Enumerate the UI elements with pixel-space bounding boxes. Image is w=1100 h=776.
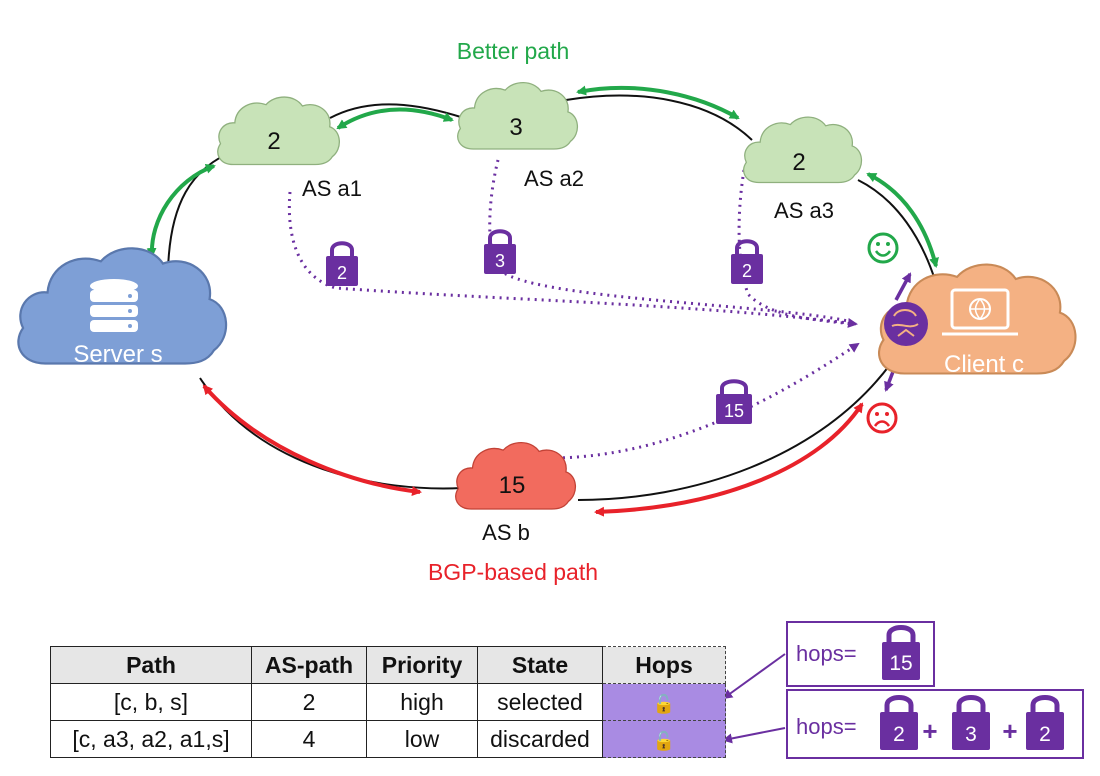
as-b-label: AS b xyxy=(482,520,530,545)
cell-hops: 🔓 xyxy=(602,720,726,758)
cell-priority: low xyxy=(366,720,478,758)
as-a2-cloud: 3 xyxy=(456,81,579,150)
lock-icon: 3 xyxy=(952,695,990,750)
brain-icon xyxy=(884,302,928,346)
table-header-row: Path AS-path Priority State Hops xyxy=(50,646,726,684)
hop-report-paths xyxy=(287,159,860,460)
as-a1-hop: 2 xyxy=(267,128,280,155)
as-a3-label: AS a3 xyxy=(774,198,834,223)
laptop-icon xyxy=(942,288,1018,336)
as-a2-label: AS a2 xyxy=(524,166,584,191)
cell-priority: high xyxy=(366,683,478,721)
lock-icon: 2 xyxy=(326,241,358,286)
hops-box-bottom-prefix: hops= xyxy=(796,714,857,739)
cell-as-path: 4 xyxy=(251,720,367,758)
lock-icon: 2 xyxy=(1026,695,1064,750)
sad-face-icon xyxy=(866,402,898,434)
lock-icon: 3 xyxy=(484,229,516,274)
column-header-priority: Priority xyxy=(366,646,478,684)
better-path-arrows xyxy=(146,85,939,268)
cell-path: [c, a3, a2, a1,s] xyxy=(50,720,252,758)
hops-connectors xyxy=(722,653,786,744)
as-a3-hop: 2 xyxy=(792,149,805,176)
unlock-icon: 🔓 xyxy=(652,693,676,714)
table-row: [c, a3, a2, a1,s] 4 low discarded 🔓 xyxy=(50,720,726,758)
lock-number: 3 xyxy=(965,723,977,746)
lock-number: 2 xyxy=(742,261,752,281)
lock-number: 2 xyxy=(337,263,347,283)
lock-number: 15 xyxy=(724,401,744,421)
lock-icon: 2 xyxy=(880,695,918,750)
database-icon xyxy=(90,279,138,332)
hops-box-bottom: hops= 2 + 3 + 2 xyxy=(786,689,1084,759)
cell-state: discarded xyxy=(477,720,603,758)
lock-icon: 2 xyxy=(731,239,763,284)
as-a1-label: AS a1 xyxy=(302,176,362,201)
as-b-hop: 15 xyxy=(499,472,526,499)
lock-number: 15 xyxy=(889,652,912,675)
server-cloud: Server s xyxy=(17,247,228,368)
unlock-icon: 🔓 xyxy=(652,730,676,751)
lock-number: 2 xyxy=(1039,723,1051,746)
as-a2-hop: 3 xyxy=(509,114,522,141)
table-row: [c, b, s] 2 high selected 🔓 xyxy=(50,683,726,721)
better-path-label: Better path xyxy=(457,38,570,64)
cell-state: selected xyxy=(477,683,603,721)
bgp-path-arrows xyxy=(202,384,864,517)
plus-sign: + xyxy=(922,716,937,746)
bgp-path-label: BGP-based path xyxy=(428,559,598,585)
column-header-hops: Hops xyxy=(602,646,726,684)
plus-sign: + xyxy=(1002,716,1017,746)
client-cloud: Client c xyxy=(877,263,1077,378)
cell-hops: 🔓 xyxy=(602,683,726,721)
lock-icon: 15 xyxy=(716,379,752,424)
lock-icon: 15 xyxy=(882,625,920,680)
as-a3-cloud: 2 xyxy=(742,116,863,184)
happy-face-icon xyxy=(867,232,899,264)
routing-table: Path AS-path Priority State Hops [c, b, … xyxy=(50,646,726,758)
hops-box-top-prefix: hops= xyxy=(796,641,857,666)
as-a1-cloud: 2 xyxy=(216,96,341,166)
cell-path: [c, b, s] xyxy=(50,683,252,721)
column-header-as-path: AS-path xyxy=(251,646,367,684)
lock-number: 3 xyxy=(495,251,505,271)
column-header-path: Path xyxy=(50,646,252,684)
client-label: Client c xyxy=(944,351,1024,378)
as-b-cloud: 15 xyxy=(454,441,577,510)
column-header-state: State xyxy=(477,646,603,684)
cell-as-path: 2 xyxy=(251,683,367,721)
server-label: Server s xyxy=(73,341,162,368)
hops-box-top: hops= 15 xyxy=(786,621,935,687)
lock-number: 2 xyxy=(893,723,905,746)
